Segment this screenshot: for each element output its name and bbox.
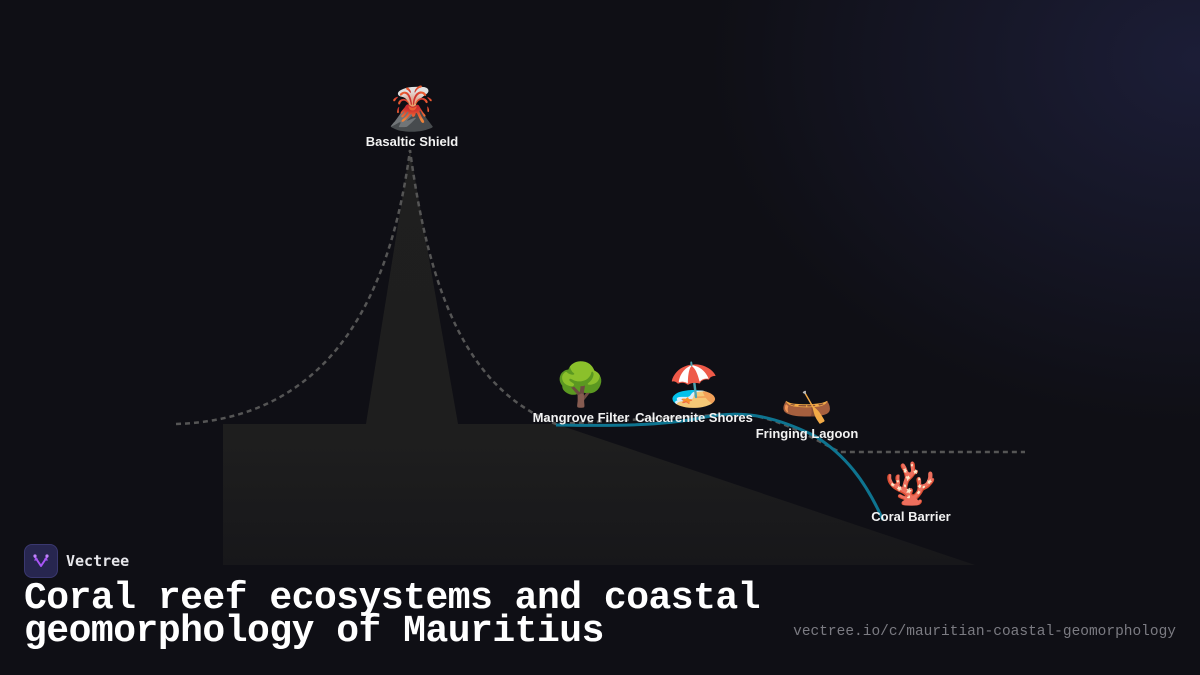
vectree-logo-icon [24,544,58,578]
brand-name: Vectree [66,552,130,570]
water-flow-path [555,412,885,521]
node-mangrove-filter: 🌳 Mangrove Filter [533,360,630,426]
node-coral-barrier: 🪸 Coral Barrier [871,459,950,525]
node-calcarenite-shores: 🏖️ Calcarenite Shores [635,360,753,426]
source-url: vectree.io/c/mauritian-coastal-geomorpho… [793,624,1176,640]
deciduous-tree-icon: 🌳 [554,361,608,408]
canoe-icon: 🛶 [780,377,834,424]
brand: Vectree [24,544,129,578]
node-label: Fringing Lagoon [755,426,859,441]
node-label: Basaltic Shield [365,134,459,149]
node-basaltic-shield: 🌋 Basaltic Shield [366,84,458,150]
page-title: Coral reef ecosystems and coastal geomor… [24,577,761,653]
node-label: Mangrove Filter [532,410,630,425]
beach-umbrella-icon: 🏖️ [667,361,721,408]
node-label: Coral Barrier [871,509,951,524]
node-fringing-lagoon: 🛶 Fringing Lagoon [756,376,859,442]
coral-icon: 🪸 [884,460,938,507]
landmass-silhouette [223,150,975,565]
volcano-icon: 🌋 [385,85,439,132]
node-label: Calcarenite Shores [635,410,753,425]
